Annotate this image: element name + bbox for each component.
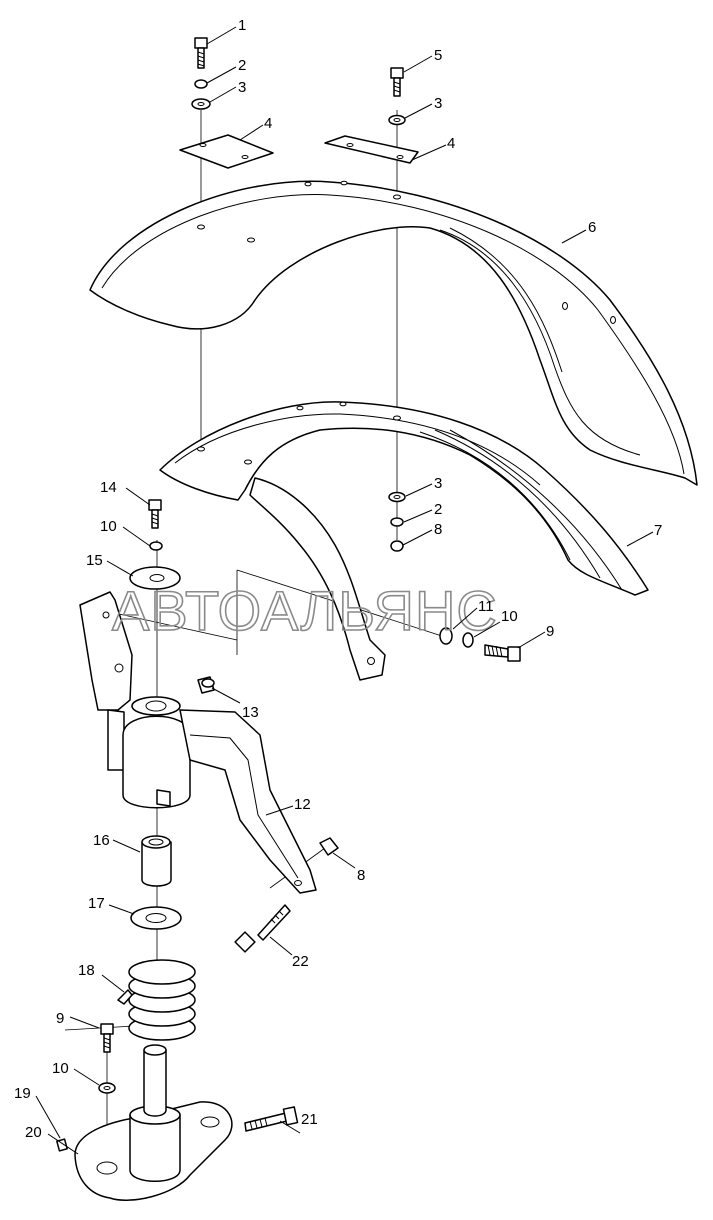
- callout-2: 2: [238, 57, 246, 74]
- callout-10: 10: [501, 608, 518, 625]
- callout-9: 9: [546, 623, 554, 640]
- callout-2: 2: [434, 501, 442, 518]
- callout-22: 22: [292, 953, 309, 970]
- callout-18: 18: [78, 962, 95, 979]
- watermark: АВТОАЛЬЯНС: [112, 579, 498, 642]
- callout-11: 11: [478, 598, 494, 615]
- callout-6: 6: [588, 219, 596, 236]
- top-left-fastener-stack: [179, 37, 274, 169]
- callout-1: 1: [238, 17, 246, 34]
- callout-12: 12: [294, 796, 311, 813]
- callout-10: 10: [100, 518, 117, 535]
- lever-bolt: [234, 904, 291, 953]
- upper-fender: [89, 180, 698, 486]
- callout-10: 10: [52, 1060, 69, 1077]
- right-nut-stack: [388, 491, 406, 552]
- base-plate: [74, 1044, 233, 1201]
- callout-14: 14: [100, 479, 117, 496]
- grease-fitting: [197, 676, 215, 694]
- lower-fender-frame: [159, 401, 649, 681]
- leader-lines: [35, 26, 654, 1155]
- callout-21: 21: [301, 1111, 318, 1128]
- callout-labels: 1 2 3 4 5 3 4 6 3 2 8 7 14 10 15 11 10 9…: [14, 17, 662, 1141]
- callout-20: 20: [25, 1124, 42, 1141]
- callout-3: 3: [434, 95, 442, 112]
- side-bolt: [244, 1106, 299, 1132]
- callout-8: 8: [357, 867, 365, 884]
- callout-9: 9: [56, 1010, 64, 1027]
- bushing: [141, 835, 172, 887]
- top-right-fastener-stack: [324, 67, 419, 164]
- lever-nut: [319, 837, 339, 856]
- callout-19: 19: [14, 1085, 31, 1102]
- callout-4: 4: [447, 135, 455, 152]
- callout-8: 8: [434, 521, 442, 538]
- callout-3: 3: [238, 79, 246, 96]
- callout-5: 5: [434, 47, 442, 64]
- upper-washer-and-bolt: [129, 499, 181, 590]
- callout-7: 7: [654, 522, 662, 539]
- callout-3: 3: [434, 475, 442, 492]
- callout-15: 15: [86, 552, 103, 569]
- callout-16: 16: [93, 832, 110, 849]
- return-spring: [117, 959, 196, 1041]
- callout-4: 4: [264, 115, 272, 132]
- side-bolt-set: [439, 627, 521, 662]
- thrust-washer: [130, 906, 182, 930]
- callout-17: 17: [88, 895, 105, 912]
- callout-13: 13: [242, 704, 259, 721]
- lower-bolt-stack: [98, 1023, 116, 1094]
- pivot-bracket: [79, 591, 317, 894]
